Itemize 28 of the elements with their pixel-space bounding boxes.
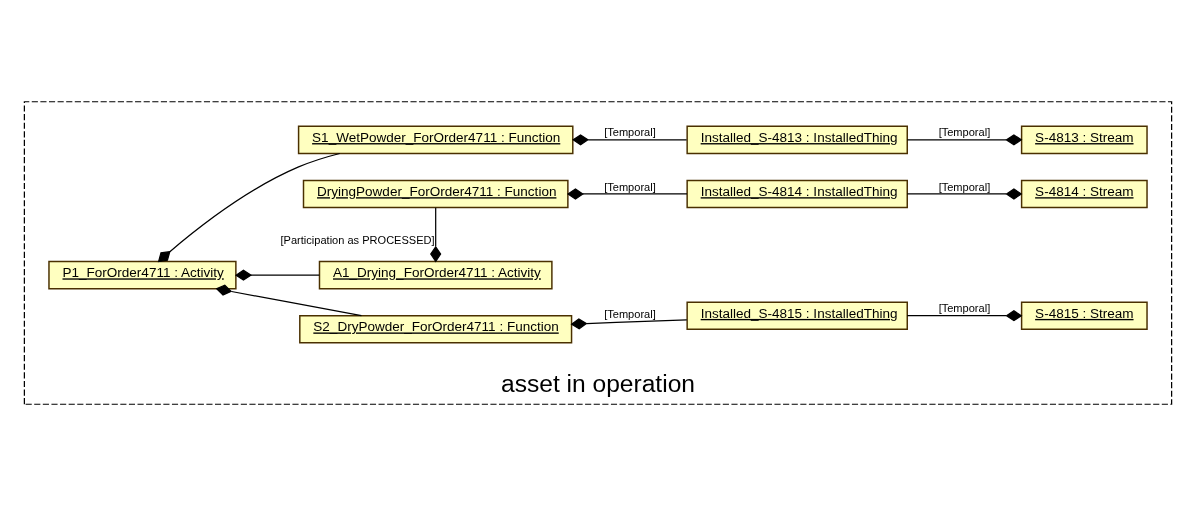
edge-label: [Participation as PROCESSED]	[280, 233, 435, 246]
node-box: Installed_S-4815 : InstalledThing	[686, 301, 908, 330]
edge-label: [Temporal]	[938, 180, 991, 193]
connector	[570, 318, 688, 330]
node-box: DryingPowder_ForOrder4711 : Function	[302, 179, 569, 209]
edge-label: [Temporal]	[938, 302, 991, 315]
connector	[215, 284, 363, 317]
connector	[906, 134, 1023, 146]
node-box: S1_WetPowder_ForOrder4711 : Function	[297, 125, 574, 155]
edge-label: [Temporal]	[938, 126, 991, 139]
connector	[157, 152, 341, 263]
edge-label: [Temporal]	[604, 126, 656, 139]
node-box: S-4815 : Stream	[1020, 301, 1148, 330]
edge-label: [Temporal]	[604, 180, 656, 193]
node-box: Installed_S-4814 : InstalledThing	[686, 179, 908, 209]
connector	[906, 188, 1023, 200]
edge-label: [Temporal]	[604, 308, 656, 321]
connector	[430, 207, 442, 263]
node-box: A1_Drying_ForOrder4711 : Activity	[318, 260, 553, 290]
node-box: S-4813 : Stream	[1020, 125, 1148, 155]
connector	[572, 134, 688, 146]
connector	[234, 269, 320, 281]
node-box: P1_ForOrder4711 : Activity	[48, 260, 237, 290]
node-box: S2_DryPowder_ForOrder4711 : Function	[299, 314, 573, 344]
node-box: Installed_S-4813 : InstalledThing	[686, 125, 908, 155]
node-box: S-4814 : Stream	[1020, 179, 1148, 209]
connector	[566, 188, 688, 200]
connector	[906, 310, 1023, 322]
